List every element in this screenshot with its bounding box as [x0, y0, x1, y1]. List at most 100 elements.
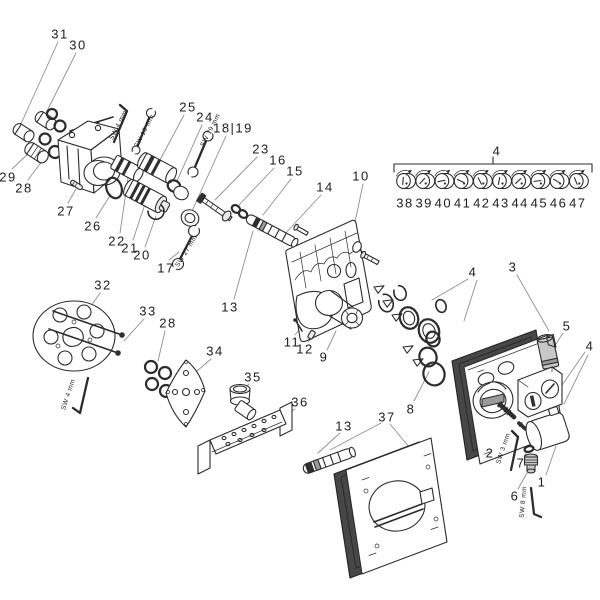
ring-nut-18-19 — [180, 209, 200, 227]
o-ring-7 — [523, 444, 535, 454]
part-label-31: 31 — [51, 27, 68, 42]
handle-option-41 — [453, 169, 474, 190]
part-label-32: 32 — [94, 278, 111, 293]
mounting-plate-10 — [285, 219, 380, 343]
spray-mode-icon — [533, 180, 542, 182]
handle-option-39 — [415, 169, 436, 190]
open-end-wrench-sw27 — [171, 223, 201, 272]
part-label-35: 35 — [244, 370, 261, 385]
handle-option-38 — [396, 169, 417, 190]
leader-line — [326, 330, 337, 351]
rotate-arrow-icon — [472, 170, 485, 177]
aerator-6 — [523, 453, 539, 474]
leader-line — [545, 445, 557, 476]
rotate-arrow-icon — [549, 170, 562, 177]
dial-face-2 — [540, 379, 560, 399]
spray-mode-icon — [437, 179, 446, 183]
grub-screw-27 — [69, 179, 83, 191]
part-label-30: 30 — [69, 38, 86, 53]
handle-option-45 — [530, 169, 551, 190]
bottom-plate-assembly-37 — [333, 437, 448, 579]
part-label-8: 8 — [407, 402, 416, 417]
plate-screw-top — [352, 241, 380, 266]
hex-key-sw8 — [529, 486, 543, 519]
part-label-20: 20 — [133, 248, 150, 263]
hex-key-sw4-top — [112, 103, 129, 144]
pipe-14-15 — [245, 214, 299, 248]
leader-line — [157, 330, 166, 362]
inlet-fittings-group — [12, 107, 67, 164]
part-label-11: 11 — [284, 335, 301, 350]
rotate-arrow-icon — [492, 170, 504, 177]
part-label-6: 6 — [511, 489, 520, 504]
plate-screw-top2 — [293, 223, 309, 236]
o-ring-26 — [104, 176, 124, 200]
handle-option-46 — [549, 169, 570, 190]
leader-line — [413, 371, 430, 402]
spray-mode-icon — [553, 178, 561, 184]
leader-line — [431, 278, 469, 301]
handle-option-42 — [472, 169, 493, 190]
part-label-26: 26 — [84, 219, 101, 234]
leader-line — [563, 354, 589, 405]
screws-2 — [497, 401, 528, 431]
washer-24b — [173, 185, 189, 201]
part-label-4: 4 — [469, 265, 478, 280]
valve-body — [57, 116, 124, 200]
part-label-24: 24 — [196, 110, 213, 125]
cartridge-group — [110, 152, 200, 227]
leader-line — [283, 194, 322, 236]
leader-line — [159, 114, 185, 161]
leader-line — [42, 52, 77, 120]
part-label-38: 38 — [396, 196, 413, 211]
hex-key-sw3 — [509, 429, 520, 472]
part-label-15: 15 — [286, 164, 303, 179]
cartridge-22 — [110, 154, 144, 182]
handle-option-43 — [492, 169, 513, 190]
handle-option-40 — [434, 169, 455, 190]
adapter-clip-5 — [536, 333, 560, 370]
artwork-layer — [12, 103, 593, 579]
leader-line — [168, 251, 180, 261]
part-label-9: 9 — [320, 350, 329, 365]
part-label-25: 25 — [179, 100, 196, 115]
part-label-18|19: 18|19 — [213, 121, 253, 136]
hex-key-label: SW 8 mm — [519, 486, 529, 519]
leader-line — [262, 178, 292, 216]
handle-option-44 — [511, 169, 532, 190]
part-label-4: 4 — [493, 144, 502, 159]
part-label-28: 28 — [15, 181, 32, 196]
part-label-23: 23 — [252, 142, 269, 157]
valve-bracket-block — [517, 366, 563, 418]
part-label-39: 39 — [415, 196, 432, 211]
hex-key-label: SW 4 mm — [60, 378, 77, 411]
leader-line — [317, 432, 341, 454]
seal-ring-16a — [230, 204, 242, 214]
part-label-21: 21 — [121, 241, 138, 256]
pipe-13-bottom — [302, 446, 356, 474]
part-label-7: 7 — [517, 456, 526, 471]
leader-line — [516, 274, 550, 332]
leader-line — [233, 230, 254, 300]
part-label-2: 2 — [486, 446, 495, 461]
part-label-33: 33 — [139, 304, 156, 319]
handle-option-47 — [568, 169, 589, 190]
part-label-40: 40 — [435, 196, 452, 211]
leader-line — [196, 358, 212, 372]
rotate-arrow-icon — [511, 170, 524, 177]
part-label-44: 44 — [511, 196, 528, 211]
open-end-wrench-label: SW 10 mm — [133, 114, 156, 149]
spray-mode-icon — [515, 178, 522, 184]
open-end-wrench-sw19 — [186, 128, 215, 180]
leader-line — [144, 215, 157, 248]
leader-line — [132, 203, 146, 241]
part-label-45: 45 — [531, 196, 548, 211]
spray-mode-icon — [477, 177, 482, 185]
extension-frame-36 — [197, 401, 293, 475]
part-label-5: 5 — [563, 319, 572, 334]
rotate-arrow-icon — [396, 170, 408, 177]
rotate-arrow-icon — [434, 170, 447, 177]
o-rings-8 — [418, 330, 446, 387]
